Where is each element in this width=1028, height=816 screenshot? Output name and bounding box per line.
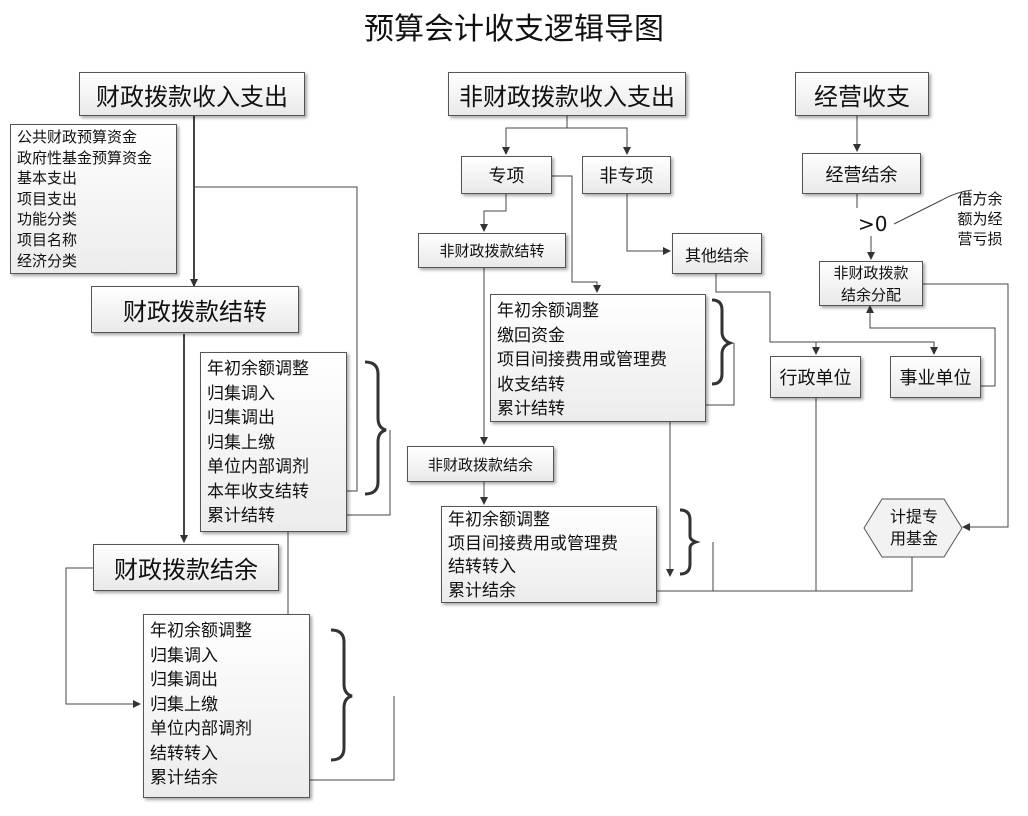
balance-item: 归集调入	[150, 645, 218, 666]
fiscal-balance-label: 财政拨款结余	[114, 556, 258, 584]
special-fund-line: 用基金	[889, 529, 938, 548]
greater-than-zero-label: >0	[858, 212, 888, 236]
nonfiscal-balance-items: 年初余额调整 项目间接费用或管理费 结转转入 累计结余	[441, 506, 657, 603]
balance-item: 年初余额调整	[150, 621, 252, 641]
nonfiscal-balance-box: 非财政拨款结余	[407, 446, 554, 482]
nonspecial-label: 非专项	[599, 166, 654, 187]
balance-item: 结转转入	[150, 743, 218, 764]
fiscal-info-item: 政府性基金预算资金	[17, 148, 153, 167]
nonfiscal-carryover-box: 非财政拨款结转	[418, 233, 566, 268]
carryover-item: 累计结转	[207, 506, 275, 526]
operating-income-expense-box: 经营收支	[795, 72, 929, 116]
fiscal-balance-box: 财政拨款结余	[93, 544, 279, 591]
nonfiscal-balance-item: 项目间接费用或管理费	[448, 533, 618, 554]
fiscal-info-item: 项目名称	[17, 230, 78, 249]
fiscal-info-item: 基本支出	[17, 169, 78, 188]
distribution-line: 结余分配	[840, 285, 901, 304]
special-fund-hexagon	[863, 498, 963, 558]
operating-income-expense-label: 经营收支	[814, 82, 910, 111]
nonfiscal-carryover-label: 非财政拨款结转	[439, 242, 545, 260]
carryover-item: 归集上缴	[207, 432, 275, 453]
admin-unit-label: 行政单位	[779, 368, 852, 389]
page-title: 预算会计收支逻辑导图	[364, 12, 664, 47]
fiscal-income-expense-box: 财政拨款收入支出	[79, 72, 305, 116]
admin-unit-box: 行政单位	[770, 356, 861, 398]
nonfiscal-carryover-item: 年初余额调整	[497, 301, 599, 321]
operating-balance-box: 经营结余	[802, 153, 921, 194]
fiscal-carryover-box: 财政拨款结转	[91, 286, 299, 333]
special-fund-label: 计提专 用基金	[862, 506, 966, 550]
balance-item: 单位内部调剂	[150, 719, 252, 739]
nonfiscal-carryover-items: 年初余额调整 缴回资金 项目间接费用或管理费 收支结转 累计结转	[490, 294, 706, 422]
balance-item: 累计结余	[150, 768, 218, 788]
nonfiscal-carryover-item: 收支结转	[497, 374, 565, 395]
carryover-item: 归集调入	[207, 383, 275, 404]
nonfiscal-income-expense-box: 非财政拨款收入支出	[448, 72, 686, 116]
nonfiscal-carryover-item: 项目间接费用或管理费	[497, 350, 667, 370]
fiscal-info-item: 经济分类	[17, 251, 78, 270]
fiscal-carryover-items: 年初余额调整 归集调入 归集调出 归集上缴 单位内部调剂 本年收支结转 累计结转	[200, 352, 347, 532]
nonspecial-box: 非专项	[582, 156, 671, 194]
other-balance-label: 其他结余	[684, 245, 749, 265]
carryover-item: 年初余额调整	[207, 359, 309, 379]
nonfiscal-balance-distribution-box: 非财政拨款 结余分配	[819, 261, 923, 306]
operating-balance-label: 经营结余	[825, 164, 898, 186]
nonfiscal-balance-item: 结转转入	[448, 557, 516, 577]
other-balance-box: 其他结余	[672, 233, 762, 274]
public-institution-label: 事业单位	[899, 368, 972, 389]
fiscal-info-item: 公共财政预算资金	[17, 128, 138, 146]
balance-item: 归集调出	[150, 670, 218, 690]
nonfiscal-balance-label: 非财政拨款结余	[427, 455, 533, 474]
debit-note-line: 借方余	[957, 190, 1003, 208]
nonfiscal-carryover-item: 累计结转	[497, 399, 565, 419]
debit-balance-note: 借方余 额为经 营亏损	[948, 189, 1012, 249]
fiscal-balance-items: 年初余额调整 归集调入 归集调出 归集上缴 单位内部调剂 结转转入 累计结余	[143, 614, 310, 798]
public-institution-box: 事业单位	[890, 356, 981, 398]
nonfiscal-carryover-item: 缴回资金	[497, 325, 565, 346]
fiscal-info-list: 公共财政预算资金 政府性基金预算资金 基本支出 项目支出 功能分类 项目名称 经…	[10, 124, 177, 274]
fiscal-carryover-label: 财政拨款结转	[123, 298, 267, 326]
distribution-line: 非财政拨款	[833, 263, 909, 282]
carryover-item: 归集调出	[207, 408, 275, 428]
special-label: 专项	[488, 166, 525, 187]
fiscal-income-expense-label: 财政拨款收入支出	[96, 82, 288, 111]
carryover-item: 单位内部调剂	[207, 457, 309, 477]
debit-note-line: 额为经	[957, 210, 1003, 228]
nonfiscal-income-expense-label: 非财政拨款收入支出	[459, 82, 675, 111]
special-box: 专项	[461, 156, 552, 194]
special-fund-line: 计提专	[889, 507, 938, 526]
debit-note-line: 营亏损	[957, 230, 1003, 248]
fiscal-info-item: 功能分类	[17, 210, 78, 229]
fiscal-info-item: 项目支出	[17, 189, 78, 208]
carryover-item: 本年收支结转	[207, 481, 309, 502]
nonfiscal-balance-item: 累计结余	[448, 580, 516, 601]
nonfiscal-balance-item: 年初余额调整	[448, 510, 550, 530]
balance-item: 归集上缴	[150, 694, 218, 715]
